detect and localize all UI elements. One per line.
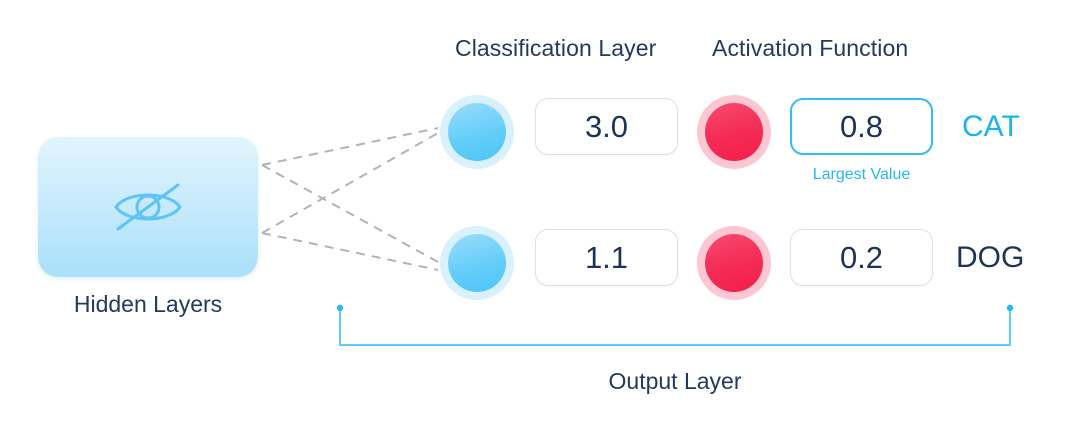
activation-node-cat xyxy=(697,95,771,169)
probability-value-dog: 0.2 xyxy=(790,229,933,286)
score-value-dog: 1.1 xyxy=(535,229,678,286)
output-layer-bracket xyxy=(336,304,1014,346)
heading-activation-function: Activation Function xyxy=(712,35,909,61)
bracket-end-dot-right xyxy=(1006,304,1014,312)
blue-node-circle xyxy=(448,234,506,292)
blue-node-circle xyxy=(448,103,506,161)
classification-node-dog xyxy=(440,226,514,300)
class-label-dog: DOG xyxy=(956,241,1025,274)
red-node-circle xyxy=(705,103,763,161)
score-value-cat: 3.0 xyxy=(535,98,678,155)
largest-value-note: Largest Value xyxy=(812,166,911,183)
classification-node-cat xyxy=(440,95,514,169)
hidden-layers-box xyxy=(38,137,258,277)
output-layer-caption: Output Layer xyxy=(608,368,742,394)
heading-classification-layer: Classification Layer xyxy=(455,35,657,61)
bracket-end-dot-left xyxy=(336,304,344,312)
activation-node-dog xyxy=(697,226,771,300)
hidden-layers-caption: Hidden Layers xyxy=(73,291,223,317)
red-node-circle xyxy=(705,234,763,292)
eye-slash-icon xyxy=(114,183,182,231)
probability-value-cat: 0.8 xyxy=(790,98,933,155)
class-label-cat: CAT xyxy=(962,110,1020,143)
